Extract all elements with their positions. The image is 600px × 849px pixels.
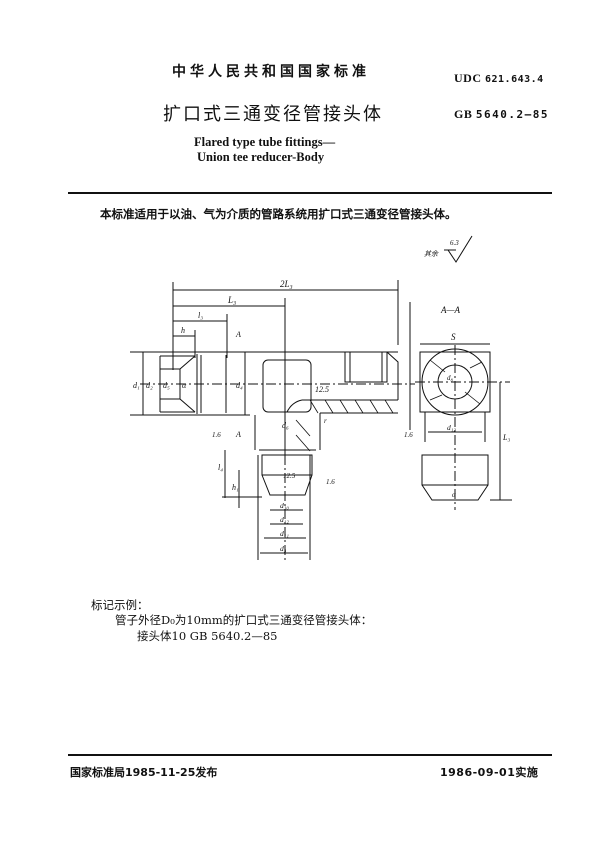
dim-l4: l₄ — [218, 463, 223, 472]
roughness-symbol-icon — [444, 235, 473, 263]
standard-code: GB 5640.2—85 — [454, 107, 549, 122]
issue-date: 国家标准局1985-11-25发布 — [70, 766, 218, 779]
dim-l3: l₃ — [198, 311, 203, 320]
roughness-1.6-b: 1.6 — [404, 431, 413, 439]
section-marker-bottom: A — [235, 430, 241, 439]
scope-paragraph: 本标准适用于以油、气为介质的管路系统用扩口式三通变径管接头体。 — [100, 207, 457, 221]
standard-title-cn: 扩口式三通变径管接头体 — [163, 104, 383, 125]
standard-prefix: GB — [454, 107, 473, 121]
dim-h: h — [181, 326, 185, 335]
dim-d12-section: d₁₂ — [447, 423, 456, 432]
section-marker-top: A — [235, 330, 241, 339]
roughness-1.6-a: 1.6 — [212, 431, 221, 439]
roughness-12.5-a: 12.5 — [315, 385, 329, 394]
marking-example-code: 接头体10 GB 5640.2—85 — [137, 629, 278, 643]
issuing-country-title: 中华人民共和国国家标准 — [172, 64, 370, 80]
dim-d5: d₅ — [163, 381, 170, 390]
udc-label: UDC — [454, 71, 482, 85]
effective-date: 1986-09-01实施 — [440, 766, 539, 779]
dim-2L3: 2L₃ — [280, 279, 293, 289]
dim-d1: d₁ — [133, 381, 140, 390]
dim-d10: d₁₀ — [280, 501, 289, 510]
marking-example-label: 标记示例： — [91, 598, 149, 612]
dim-r: r — [324, 417, 327, 425]
section-label: A—A — [440, 305, 461, 315]
dim-d4: d₄ — [236, 381, 243, 390]
dim-d2: d₂ — [146, 381, 153, 390]
dim-S: S — [451, 332, 456, 342]
dim-d8: d₈ — [447, 374, 454, 382]
dim-L3-section: L₃ — [502, 433, 510, 442]
standard-number: 5640.2—85 — [475, 108, 549, 121]
standard-title-en-line2: Union tee reducer-Body — [197, 150, 325, 164]
udc-number: 621.643.4 — [485, 74, 544, 85]
dim-L3: L₃ — [227, 295, 236, 305]
dim-d3: d₃ — [280, 544, 287, 553]
dim-alpha-section: α — [452, 491, 456, 499]
standard-title-en-line1: Flared type tube fittings— — [194, 135, 336, 149]
dim-h1: h₁ — [232, 483, 239, 492]
footer-divider — [68, 754, 552, 756]
dim-d6: d₆ — [282, 421, 289, 430]
dim-alpha: α — [182, 381, 187, 390]
dim-d12: d₁₂ — [280, 515, 289, 524]
header-divider — [68, 192, 552, 194]
dim-d11: d₁₁ — [280, 529, 289, 538]
roughness-1.6-c: 1.6 — [326, 478, 335, 486]
roughness-note-prefix: 其余 — [424, 250, 439, 258]
roughness-note-value: 6.3 — [450, 239, 459, 247]
udc-code: UDC 621.643.4 — [454, 71, 544, 86]
roughness-12.5-b: 12.5 — [283, 472, 296, 480]
marking-example-description: 管子外径D₀为10mm的扩口式三通变径管接头体： — [115, 613, 373, 627]
